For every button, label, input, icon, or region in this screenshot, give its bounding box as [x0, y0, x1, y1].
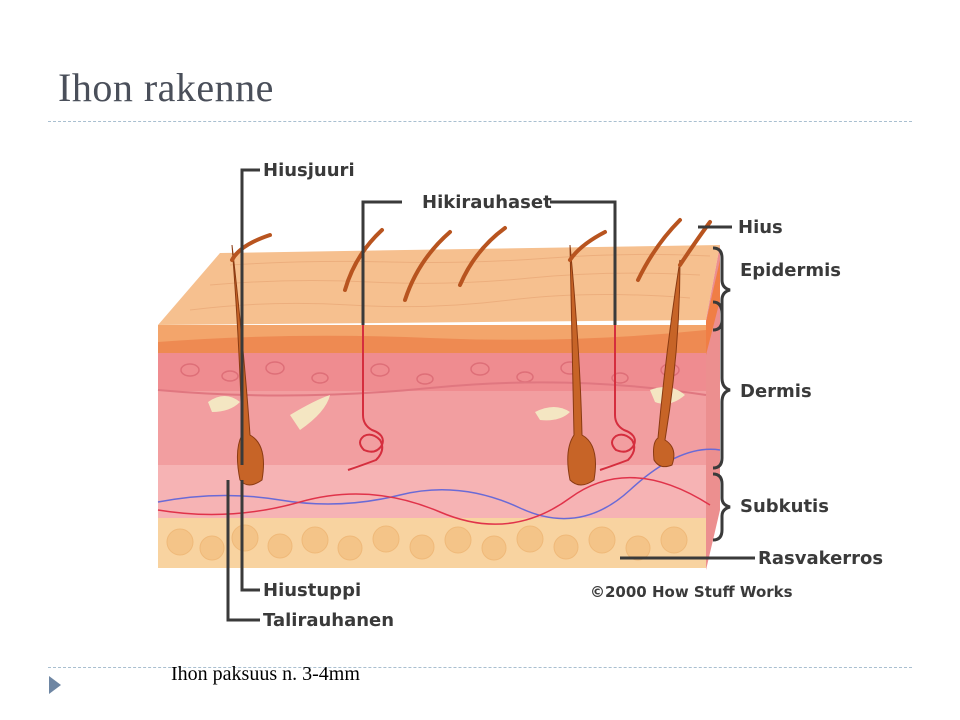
caption-text: Ihon paksuus n. 3-4mm [171, 663, 360, 685]
skin-top-surface [158, 245, 720, 325]
bullet-arrow-icon [49, 676, 61, 694]
caption-divider [48, 667, 912, 668]
label-dermis: Dermis [740, 381, 812, 402]
fat-cells [166, 524, 688, 561]
label-hiusjuuri: Hiusjuuri [263, 160, 355, 181]
blood-vessel-red [157, 476, 711, 525]
connective-tissue [208, 386, 685, 430]
dermis-cells [180, 361, 680, 385]
sweat-glands [347, 320, 636, 471]
label-leaders [226, 168, 755, 622]
title-divider [48, 121, 912, 122]
skin-surface-texture [189, 253, 711, 311]
skin-structure-diagram: Hiusjuuri Hikirauhaset Hius Epidermis De… [150, 150, 890, 640]
label-hius: Hius [738, 217, 783, 238]
slide-title: Ihon rakenne [58, 65, 274, 110]
hair-shafts [230, 218, 712, 302]
hair-follicles [231, 244, 681, 486]
label-talirauhanen: Talirauhanen [263, 610, 394, 631]
label-subkutis: Subkutis [740, 496, 829, 517]
label-rasvakerros: Rasvakerros [758, 548, 883, 569]
copyright-notice: ©2000 How Stuff Works [590, 583, 793, 601]
blood-vessel-blue [157, 448, 721, 520]
layer-braces [712, 246, 731, 542]
label-hikirauhaset: Hikirauhaset [422, 192, 552, 213]
label-epidermis: Epidermis [740, 260, 841, 281]
label-hiustuppi: Hiustuppi [263, 580, 361, 601]
